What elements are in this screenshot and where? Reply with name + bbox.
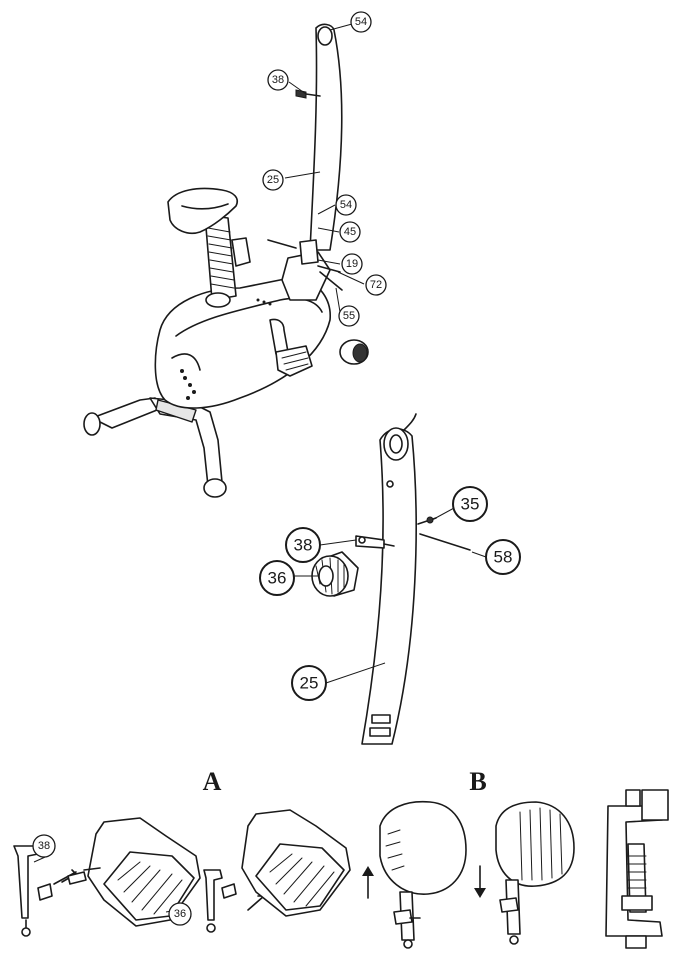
- callout-38-top: 38: [267, 69, 289, 91]
- callout-55: 55: [338, 305, 360, 327]
- callout-36-detail: 36: [259, 560, 295, 596]
- callout-54-mid: 54: [335, 194, 357, 216]
- svg-text:38: 38: [294, 536, 313, 555]
- callout-72: 72: [365, 274, 387, 296]
- svg-text:55: 55: [343, 310, 355, 322]
- top-leader-lines: [284, 23, 365, 313]
- callout-25-detail: 25: [291, 665, 327, 701]
- callout-54-top: 54: [350, 11, 372, 33]
- callout-19: 19: [341, 253, 363, 275]
- svg-text:54: 54: [355, 16, 367, 28]
- svg-text:58: 58: [494, 548, 513, 567]
- exercise-bike-illustration: [83, 23, 369, 498]
- callout-45: 45: [339, 221, 361, 243]
- step-label-b: B: [469, 767, 486, 796]
- svg-text:35: 35: [461, 495, 480, 514]
- callout-38-detail: 38: [285, 527, 321, 563]
- svg-text:36: 36: [268, 569, 287, 588]
- svg-text:38: 38: [272, 74, 284, 86]
- svg-text:72: 72: [370, 279, 382, 291]
- svg-text:25: 25: [267, 174, 279, 186]
- svg-text:36: 36: [174, 908, 186, 920]
- detail-leader-lines: [294, 507, 487, 684]
- callout-36-step-a: 36: [168, 902, 192, 926]
- svg-text:54: 54: [340, 199, 352, 211]
- callout-35: 35: [452, 486, 488, 522]
- svg-text:38: 38: [38, 840, 50, 852]
- svg-text:25: 25: [300, 674, 319, 693]
- callout-25-top: 25: [262, 169, 284, 191]
- step-label-a: A: [203, 767, 222, 796]
- step-b-illustration: [362, 789, 669, 949]
- callout-38-step-a: 38: [32, 834, 56, 858]
- step-a-illustration: [13, 809, 351, 937]
- svg-text:19: 19: [346, 258, 358, 270]
- svg-text:45: 45: [344, 226, 356, 238]
- callout-58: 58: [485, 539, 521, 575]
- handlebar-post-detail: [311, 413, 471, 745]
